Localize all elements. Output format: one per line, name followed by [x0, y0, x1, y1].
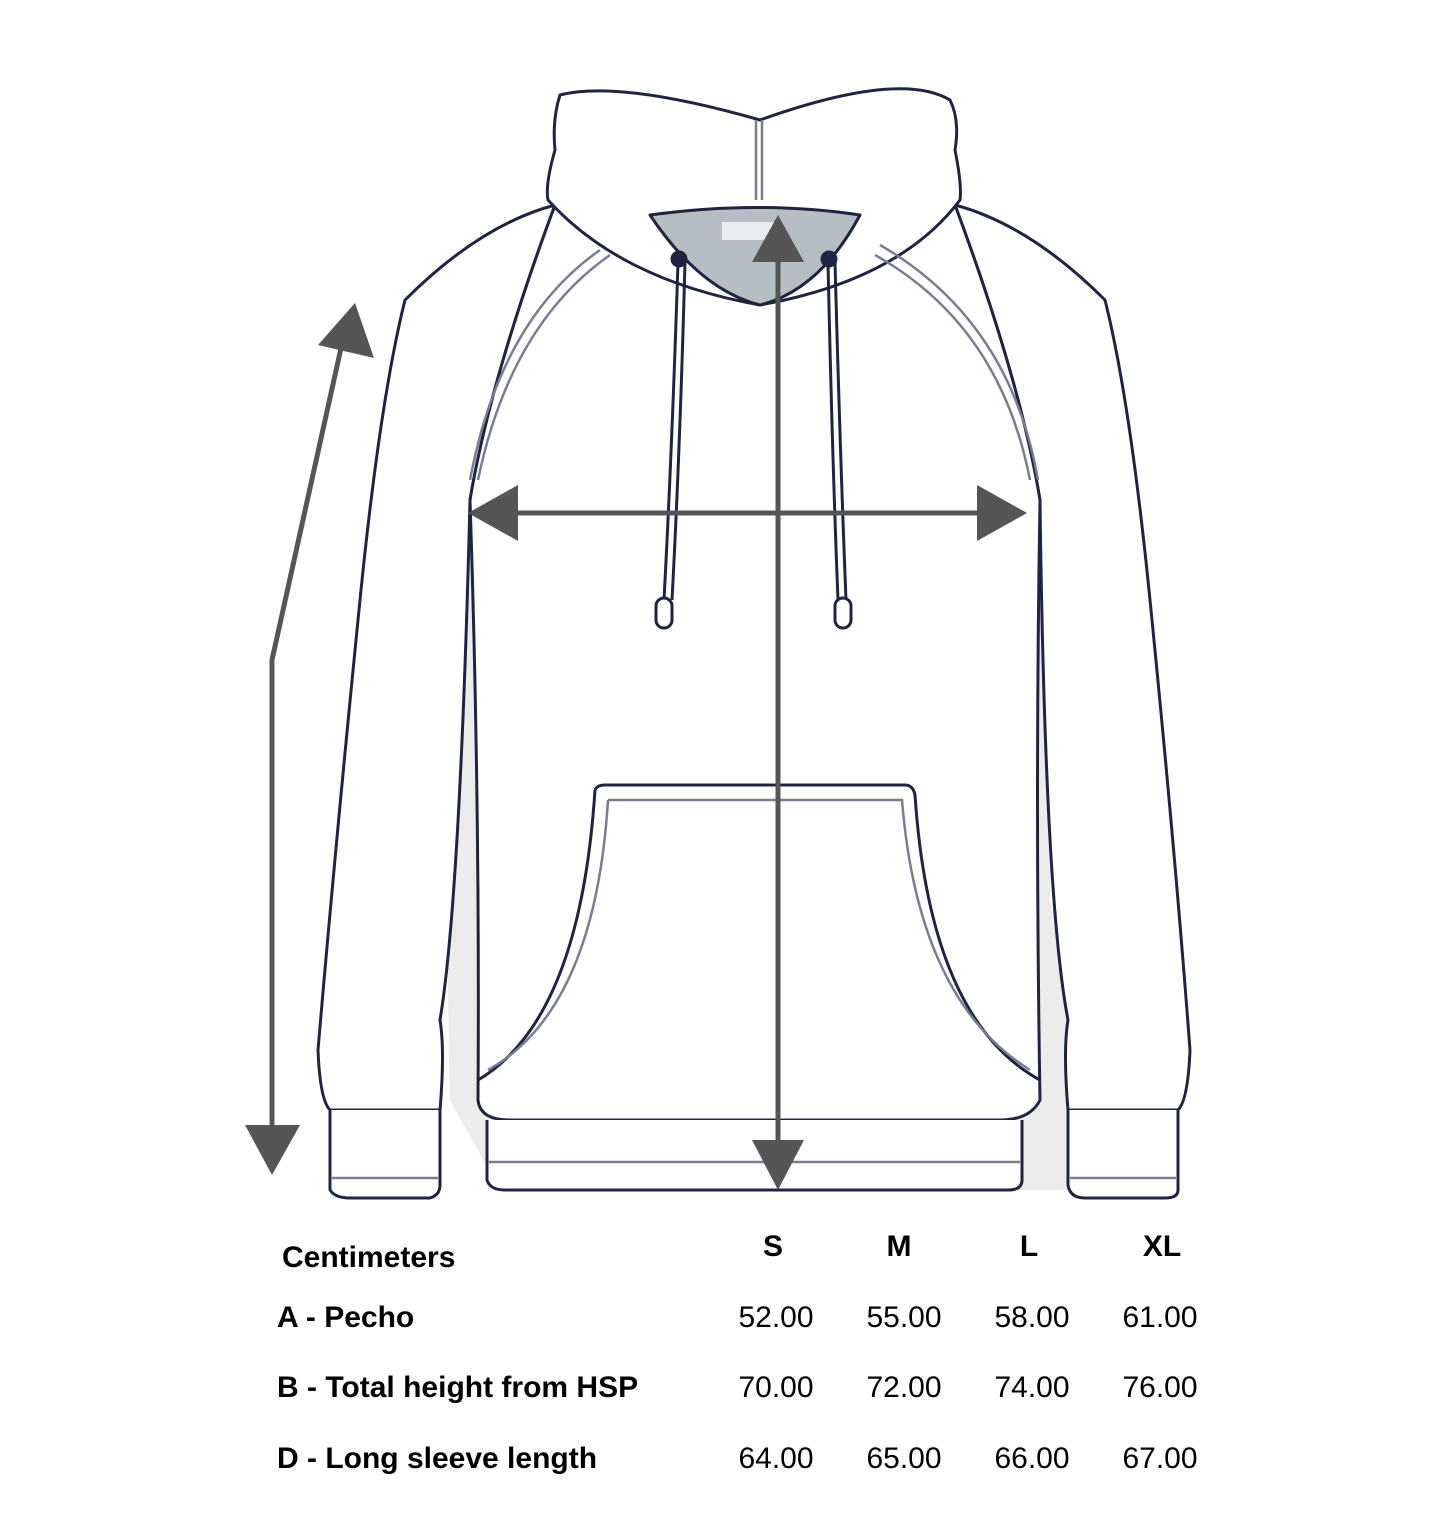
sleeve-length-arrow	[269, 329, 348, 1150]
size-header-s: S	[762, 1230, 784, 1263]
size-header-m: M	[886, 1230, 912, 1263]
unit-label: Centimeters	[282, 1241, 456, 1274]
cell-value: 55.00	[866, 1301, 942, 1334]
cell-value: 74.00	[994, 1371, 1070, 1404]
arrow-head-icon	[468, 485, 518, 541]
cell-value: 72.00	[866, 1371, 942, 1404]
arrow-head-icon	[752, 215, 804, 262]
arrow-head-icon	[977, 485, 1027, 541]
hoodie-outline	[316, 87, 1192, 1200]
row-label: B - Total height from HSP	[277, 1371, 639, 1404]
cell-value: 66.00	[994, 1442, 1070, 1475]
cell-value: 67.00	[1122, 1442, 1198, 1475]
drawstrings	[654, 250, 853, 630]
size-header-l: L	[1019, 1230, 1039, 1263]
arrow-head-icon	[318, 303, 374, 358]
cell-value: 64.00	[738, 1442, 814, 1475]
cell-value: 65.00	[866, 1442, 942, 1475]
hoodie-diagram	[245, 87, 1192, 1200]
cell-value: 76.00	[1122, 1371, 1198, 1404]
cell-value: 58.00	[994, 1301, 1070, 1334]
cell-value: 70.00	[738, 1371, 814, 1404]
cell-value: 52.00	[738, 1301, 814, 1334]
hoodie-seams	[332, 120, 1176, 1180]
cell-value: 61.00	[1122, 1301, 1198, 1334]
row-label: A - Pecho	[277, 1301, 415, 1334]
measurement-arrows	[245, 215, 1027, 1190]
size-header-xl: XL	[1142, 1230, 1182, 1263]
row-label: D - Long sleeve length	[277, 1442, 598, 1475]
arrow-head-icon	[245, 1125, 300, 1175]
arrow-head-icon	[752, 1140, 804, 1190]
